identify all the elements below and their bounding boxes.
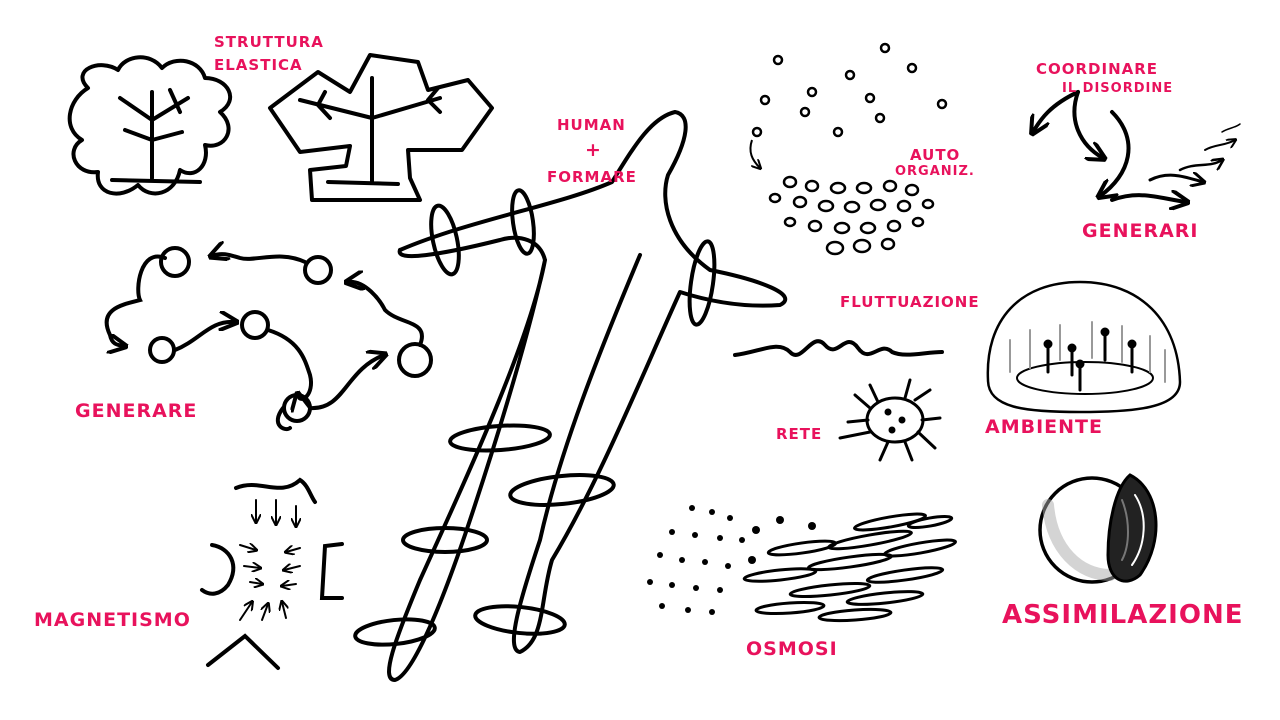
label-rete: RETE <box>776 425 823 443</box>
label-assimilazione: ASSIMILAZIONE <box>1002 600 1244 630</box>
label-auto: AUTO <box>910 146 961 164</box>
network-node-sketch <box>838 378 942 462</box>
osmosis-sketch <box>647 505 957 623</box>
label-generari: GENERARI <box>1082 220 1199 242</box>
auto-organization-dots <box>749 42 948 256</box>
generating-loop-network <box>104 248 433 431</box>
magnetism-sketch <box>200 477 344 670</box>
label-generare: GENERARE <box>75 400 198 422</box>
label-elastica: ELASTICA <box>214 56 303 74</box>
label-magnetismo: MAGNETISMO <box>34 609 191 631</box>
label-organiz: ORGANIZ. <box>895 164 975 179</box>
label-osmosi: OSMOSI <box>746 638 838 660</box>
environment-dome-sketch <box>986 280 1182 414</box>
label-formare: FORMARE <box>547 168 637 186</box>
human-figure-sketch <box>353 110 788 682</box>
label-plus: + <box>585 139 602 161</box>
label-disordine: IL DISORDINE <box>1062 81 1174 96</box>
label-fluttuazione: FLUTTUAZIONE <box>840 293 980 311</box>
tree-sketch-right <box>268 53 494 202</box>
assimilation-sphere-sketch <box>1038 473 1158 584</box>
label-ambiente: AMBIENTE <box>985 416 1103 438</box>
label-struttura: STRUTTURA <box>214 33 324 51</box>
label-coordinare: COORDINARE <box>1036 60 1159 78</box>
label-human: HUMAN <box>557 116 626 134</box>
coordinate-disorder-arrows <box>1033 90 1241 202</box>
fluctuation-wave <box>733 339 944 357</box>
tree-sketch-left <box>67 55 233 196</box>
